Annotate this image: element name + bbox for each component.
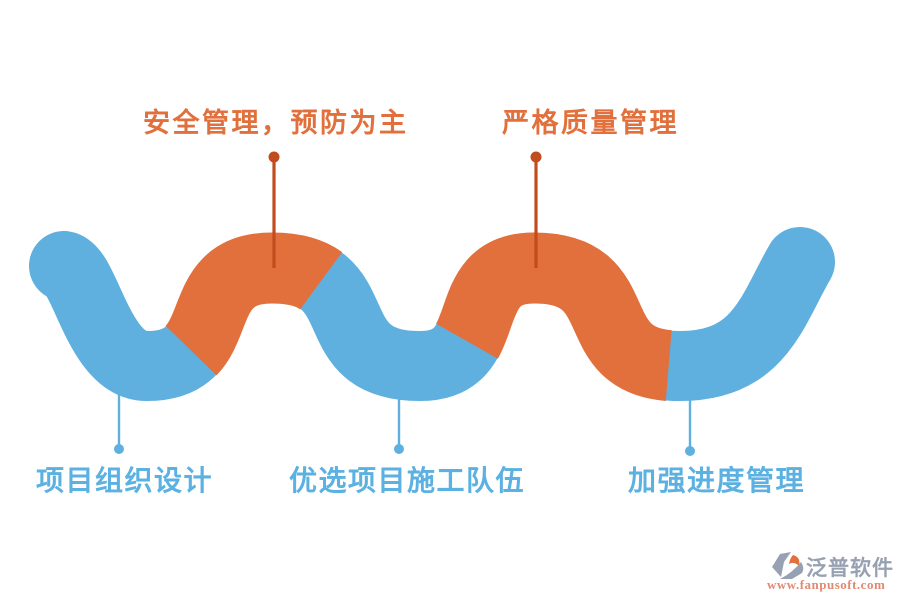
step-label-top-2: 严格质量管理 bbox=[502, 108, 679, 138]
logo-icon-left-shape bbox=[772, 552, 791, 577]
callout-dot-bottom-3 bbox=[685, 446, 695, 456]
brand-url: www.fanpusoft.com bbox=[767, 577, 885, 592]
wave-ribbon-orange-segment-2 bbox=[42, 231, 831, 402]
callout-dot-bottom-2 bbox=[394, 444, 404, 454]
fanpu-logo-icon bbox=[772, 552, 804, 579]
callout-dot-top-2 bbox=[530, 151, 542, 163]
step-label-top-1: 安全管理，预防为主 bbox=[143, 107, 409, 138]
brand-watermark: 泛普软件 www.fanpusoft.com bbox=[767, 552, 894, 592]
callout-dot-bottom-1 bbox=[114, 444, 124, 454]
logo-icon-orange-leaf bbox=[789, 555, 800, 566]
callout-dot-top-1 bbox=[268, 151, 280, 163]
step-label-bottom-1: 项目组织设计 bbox=[36, 465, 213, 496]
step-label-bottom-3: 加强进度管理 bbox=[628, 464, 805, 496]
step-label-bottom-2: 优选项目施工队伍 bbox=[289, 465, 525, 496]
brand-name: 泛普软件 bbox=[806, 556, 894, 580]
logo-icon-right-shape bbox=[780, 562, 804, 579]
